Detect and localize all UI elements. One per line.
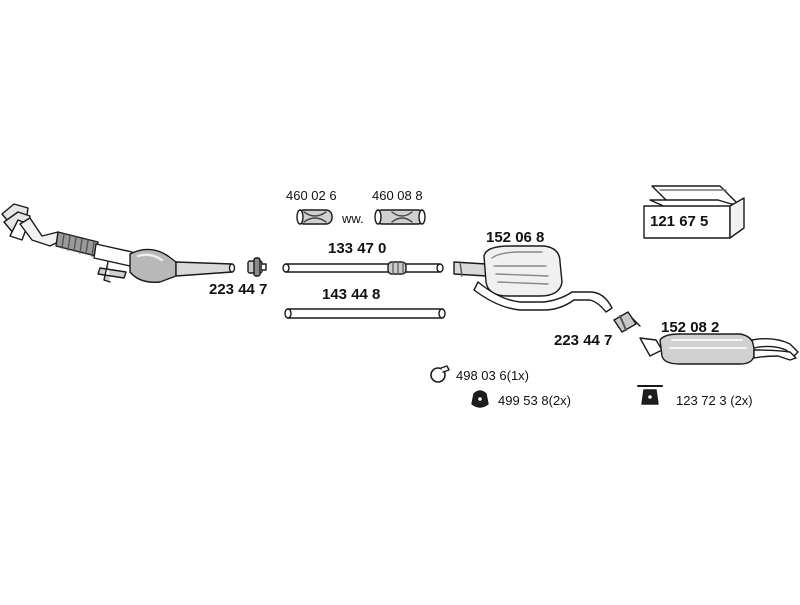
- pipe-133470-drawing: [282, 261, 444, 275]
- flex-pipe-460088-label: 460 08 8: [372, 188, 423, 203]
- rear-silencer-label: 152 08 2: [661, 319, 720, 336]
- rubber-mount-label: 499 53 8(2x): [498, 394, 571, 407]
- rear-silencer-drawing: [639, 333, 799, 365]
- front-pipe-catalyst-drawing: [1, 203, 236, 283]
- clamp-ring-number: 498 03 6: [456, 368, 507, 383]
- pipe-133470-label: 133 47 0: [328, 240, 387, 257]
- hanger-drawing: [637, 385, 663, 405]
- flex-pipe-460026-label: 460 02 6: [286, 188, 337, 203]
- mounting-kit-box-drawing: [643, 185, 745, 239]
- clamp-ring-drawing: [430, 365, 450, 383]
- middle-silencer-drawing: [453, 245, 613, 313]
- rubber-mount-quantity: (2x): [548, 393, 571, 408]
- clamp-front-label: 223 44 7: [209, 281, 268, 298]
- rubber-mount-number: 499 53 8: [498, 393, 549, 408]
- hanger-number: 123 72 3: [676, 393, 727, 408]
- clamp-rear-label: 223 44 7: [554, 332, 613, 349]
- rear-clamp-drawing: [613, 311, 641, 333]
- front-clamp-drawing: [247, 257, 267, 277]
- clamp-ring-quantity: (1x): [506, 368, 529, 383]
- pipe-143448-label: 143 44 8: [322, 286, 381, 303]
- rubber-mount-drawing: [471, 390, 489, 408]
- clamp-ring-label: 498 03 6(1x): [456, 369, 529, 382]
- hanger-label: 123 72 3 (2x): [676, 394, 753, 407]
- hanger-quantity: (2x): [730, 393, 753, 408]
- flex-pipe-460088-drawing: [374, 209, 426, 225]
- flex-pipe-460026-drawing: [296, 209, 333, 225]
- pipe-143448-drawing: [284, 308, 446, 319]
- mounting-kit-label: 121 67 5: [650, 213, 709, 230]
- middle-silencer-label: 152 06 8: [486, 229, 545, 246]
- alternative-marker-label: ww.: [342, 211, 364, 226]
